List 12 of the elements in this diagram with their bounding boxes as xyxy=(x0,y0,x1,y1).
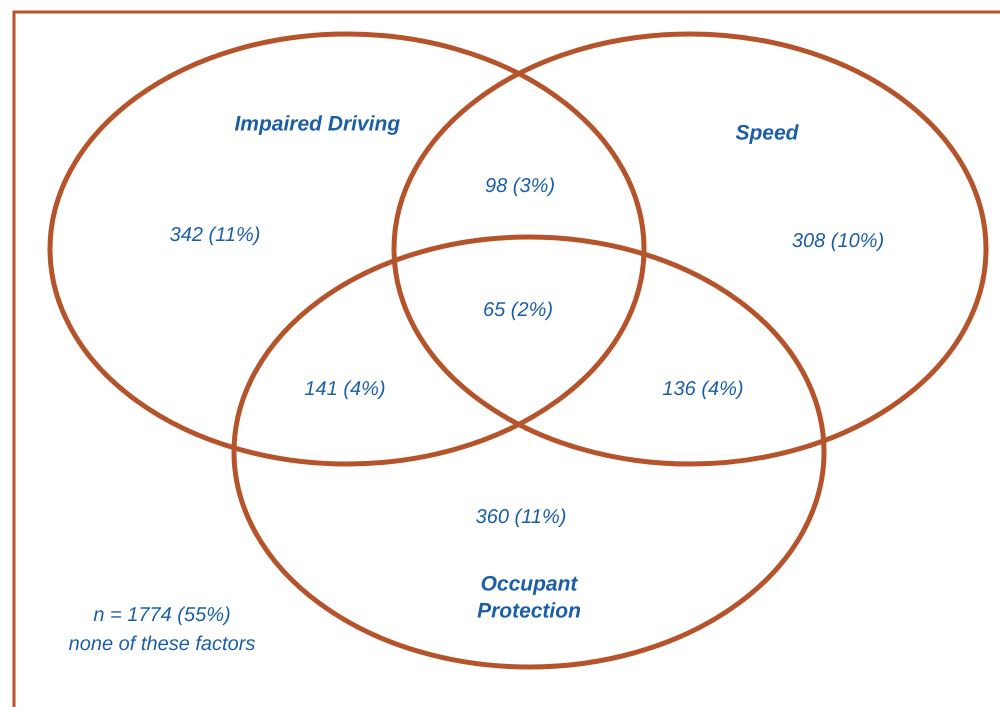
count-label: 141 (4%) xyxy=(304,377,386,402)
count-label: 342 (11%) xyxy=(170,223,260,248)
note-text: n = 1774 (55%) xyxy=(93,603,231,628)
note-text: none of these factors xyxy=(68,632,256,657)
count-label: 360 (11%) xyxy=(476,505,566,530)
count-label: 65 (2%) xyxy=(482,298,554,323)
set-title: Speed xyxy=(734,120,800,146)
count-label: 136 (4%) xyxy=(662,377,744,402)
set-title: Impaired Driving xyxy=(233,112,402,138)
count-label: 308 (10%) xyxy=(792,229,884,254)
set-title: Occupant Protection xyxy=(476,572,582,626)
count-label: 98 (3%) xyxy=(484,174,556,199)
